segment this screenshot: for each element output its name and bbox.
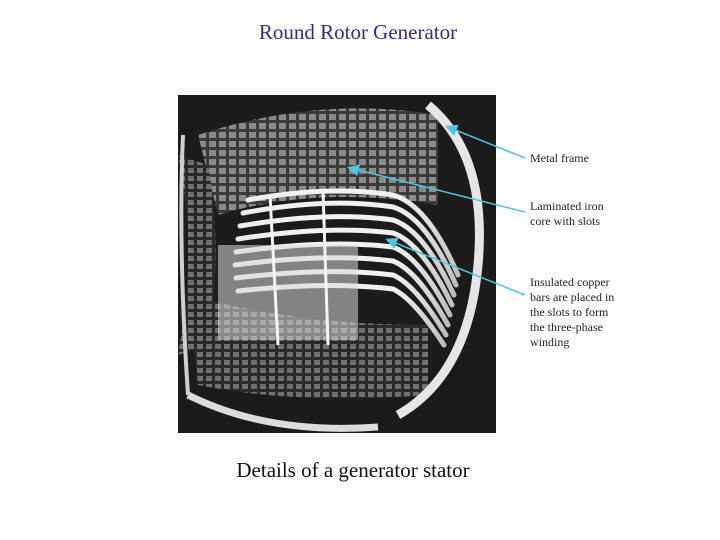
page-title: Round Rotor Generator	[258, 20, 458, 44]
label-iron-core: Laminated iron core with slots	[530, 199, 604, 228]
stator-photo	[178, 95, 496, 433]
label-copper-bars: Insulated copper bars are placed in the …	[530, 275, 615, 349]
figure-caption: Details of a generator stator	[236, 458, 470, 482]
label-metal-frame: Metal frame	[530, 151, 589, 165]
